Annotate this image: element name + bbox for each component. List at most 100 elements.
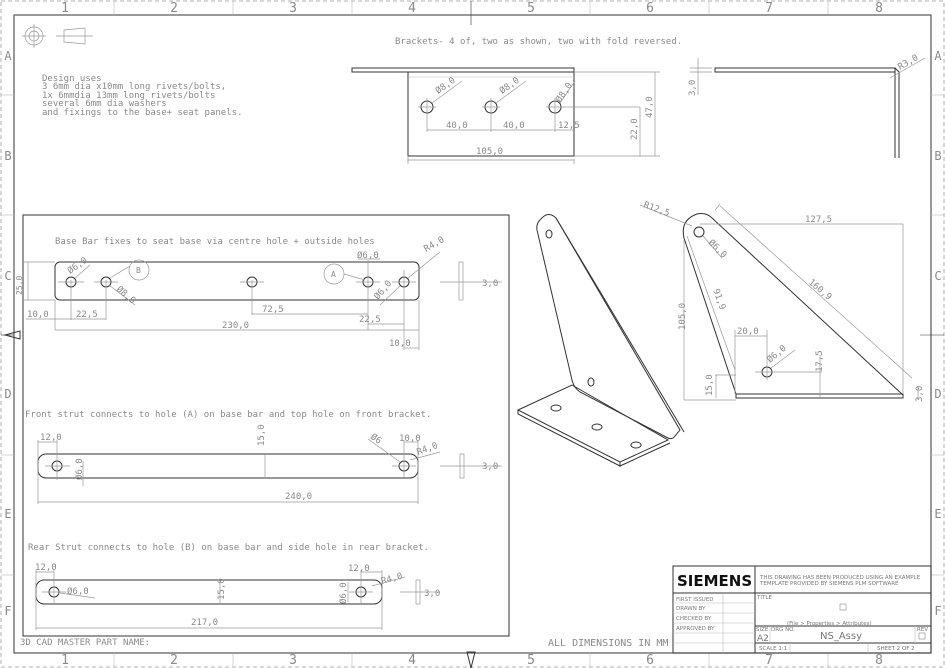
svg-text:D: D xyxy=(4,387,11,401)
svg-text:several 6mm dia washers: several 6mm dia washers xyxy=(42,99,167,109)
svg-text:FIRST ISSUED: FIRST ISSUED xyxy=(676,597,714,603)
svg-text:4: 4 xyxy=(408,1,416,16)
svg-text:F: F xyxy=(4,604,11,618)
title-block: SIEMENS THIS DRAWING HAS BEEN PRODUCED U… xyxy=(672,565,932,654)
svg-text:R4,0: R4,0 xyxy=(423,235,447,255)
svg-text:1: 1 xyxy=(61,653,69,668)
svg-text:R3,0: R3,0 xyxy=(897,53,921,73)
svg-text:DRG NO.: DRG NO. xyxy=(771,627,795,633)
cad-master-label: 3D CAD MASTER PART NAME: xyxy=(20,638,150,648)
svg-text:10,0: 10,0 xyxy=(27,310,49,320)
svg-text:REV: REV xyxy=(917,627,928,633)
svg-text:3,0: 3,0 xyxy=(915,386,925,402)
svg-text:15,0: 15,0 xyxy=(257,424,267,446)
svg-text:2: 2 xyxy=(170,653,178,668)
svg-text:R12,5: R12,5 xyxy=(642,200,671,219)
inner-frame xyxy=(13,14,932,654)
svg-text:10,0: 10,0 xyxy=(399,434,421,444)
svg-text:(File > Properties > Attribute: (File > Properties > Attributes) xyxy=(787,621,872,627)
svg-text:105,0: 105,0 xyxy=(678,303,688,330)
svg-text:15,0: 15,0 xyxy=(217,578,227,600)
svg-text:40,0: 40,0 xyxy=(503,121,525,131)
svg-text:DRAWN BY: DRAWN BY xyxy=(676,606,706,612)
center-mark-bottom-icon xyxy=(466,651,476,668)
svg-text:R4,0: R4,0 xyxy=(380,572,404,587)
front-strut-note: Front strut connects to hole (A) on base… xyxy=(25,410,431,420)
title-placeholder-icon xyxy=(839,603,847,611)
svg-text:12,0: 12,0 xyxy=(348,564,370,574)
svg-text:217,0: 217,0 xyxy=(191,618,218,628)
svg-text:SIZE: SIZE xyxy=(756,627,769,633)
projection-symbol-icon xyxy=(22,24,93,48)
svg-text:3,0: 3,0 xyxy=(688,80,698,96)
center-mark-left-icon xyxy=(3,330,21,340)
base-bar-note: Base Bar fixes to seat base via centre h… xyxy=(55,237,375,247)
svg-text:72,5: 72,5 xyxy=(262,305,284,315)
svg-text:THIS DRAWING HAS BEEN PRODUCED: THIS DRAWING HAS BEEN PRODUCED USING AN … xyxy=(759,575,921,581)
svg-text:TEMPLATE PROVIDED BY SIEMENS P: TEMPLATE PROVIDED BY SIEMENS PLM SOFTWAR… xyxy=(759,581,899,587)
svg-text:12,0: 12,0 xyxy=(40,433,62,443)
svg-text:6: 6 xyxy=(646,1,654,16)
svg-text:Ø6,0: Ø6,0 xyxy=(65,255,89,276)
svg-text:Ø6,0: Ø6,0 xyxy=(338,582,349,604)
svg-text:E: E xyxy=(934,507,941,521)
svg-text:SCALE 1:1: SCALE 1:1 xyxy=(759,646,787,652)
svg-text:5: 5 xyxy=(527,653,535,668)
front-strut-view: 12,0 Ø6,0 15,0 Ø6 10,0 R4,0 240,0 3,0 xyxy=(37,424,502,504)
svg-text:17,5: 17,5 xyxy=(815,350,825,372)
triangle-bracket-view: R12,5 127,5 Ø6,0 160,9 91,9 105,0 20,0 Ø… xyxy=(639,200,925,402)
svg-text:22,5: 22,5 xyxy=(76,310,98,320)
bracket-side-view: 3,0 R3,0 xyxy=(688,53,926,158)
svg-text:D: D xyxy=(934,387,941,401)
svg-text:40,0: 40,0 xyxy=(446,121,468,131)
dimensions-note: ALL DIMENSIONS IN MM xyxy=(548,638,668,649)
svg-text:B: B xyxy=(4,149,11,163)
svg-text:Ø6,0: Ø6,0 xyxy=(357,250,379,261)
svg-text:240,0: 240,0 xyxy=(285,492,312,502)
svg-text:C: C xyxy=(934,269,941,283)
svg-text:22,5: 22,5 xyxy=(359,315,381,325)
row-labels-right: AB CD EF xyxy=(934,49,942,618)
svg-text:7: 7 xyxy=(765,653,773,668)
svg-text:SHEET 2 OF 2: SHEET 2 OF 2 xyxy=(877,646,915,652)
svg-text:7: 7 xyxy=(765,1,773,16)
svg-text:8: 8 xyxy=(875,1,883,16)
rev-placeholder-icon xyxy=(918,632,926,640)
svg-text:12,0: 12,0 xyxy=(35,563,57,573)
svg-text:105,0: 105,0 xyxy=(476,147,503,157)
svg-text:3 6mm dia x10mm long rivets/bo: 3 6mm dia x10mm long rivets/bolts, xyxy=(42,82,226,92)
svg-text:A: A xyxy=(4,49,12,63)
svg-text:20,0: 20,0 xyxy=(737,327,759,337)
svg-text:A: A xyxy=(331,270,336,279)
svg-text:1x 6mmdia 13mm long rivets/bol: 1x 6mmdia 13mm long rivets/bolts xyxy=(42,91,215,101)
svg-text:Ø8,0: Ø8,0 xyxy=(553,81,574,105)
bracket-isometric-view xyxy=(516,214,685,467)
svg-text:1: 1 xyxy=(61,1,69,16)
brackets-note: Brackets- 4 of, two as shown, two with f… xyxy=(395,37,682,47)
svg-text:3,0: 3,0 xyxy=(482,462,498,472)
svg-text:10,0: 10,0 xyxy=(389,339,411,349)
svg-text:APPROVED BY: APPROVED BY xyxy=(676,626,715,632)
svg-text:3: 3 xyxy=(289,653,297,668)
svg-text:NS_Assy: NS_Assy xyxy=(820,631,862,642)
svg-text:Design uses: Design uses xyxy=(42,74,102,84)
svg-text:8: 8 xyxy=(875,653,883,668)
base-bar-view: B A Ø6,0 Ø8,0 Ø6,0 Ø6,0 R4,0 10,0 22,5 7… xyxy=(15,235,502,350)
svg-text:A2: A2 xyxy=(757,634,769,644)
svg-text:2: 2 xyxy=(170,1,178,16)
svg-text:B: B xyxy=(136,266,141,275)
svg-text:3: 3 xyxy=(289,1,297,16)
svg-text:15,0: 15,0 xyxy=(705,374,715,396)
rear-strut-note: Rear Strut connects to hole (B) on base … xyxy=(28,543,429,553)
svg-text:22,0: 22,0 xyxy=(630,118,640,140)
svg-text:Ø6,0: Ø6,0 xyxy=(74,458,85,480)
svg-text:12,5: 12,5 xyxy=(558,121,580,131)
svg-text:Ø6,0: Ø6,0 xyxy=(706,237,729,260)
svg-text:F: F xyxy=(934,604,941,618)
svg-text:230,0: 230,0 xyxy=(222,321,249,331)
svg-text:6: 6 xyxy=(646,653,654,668)
